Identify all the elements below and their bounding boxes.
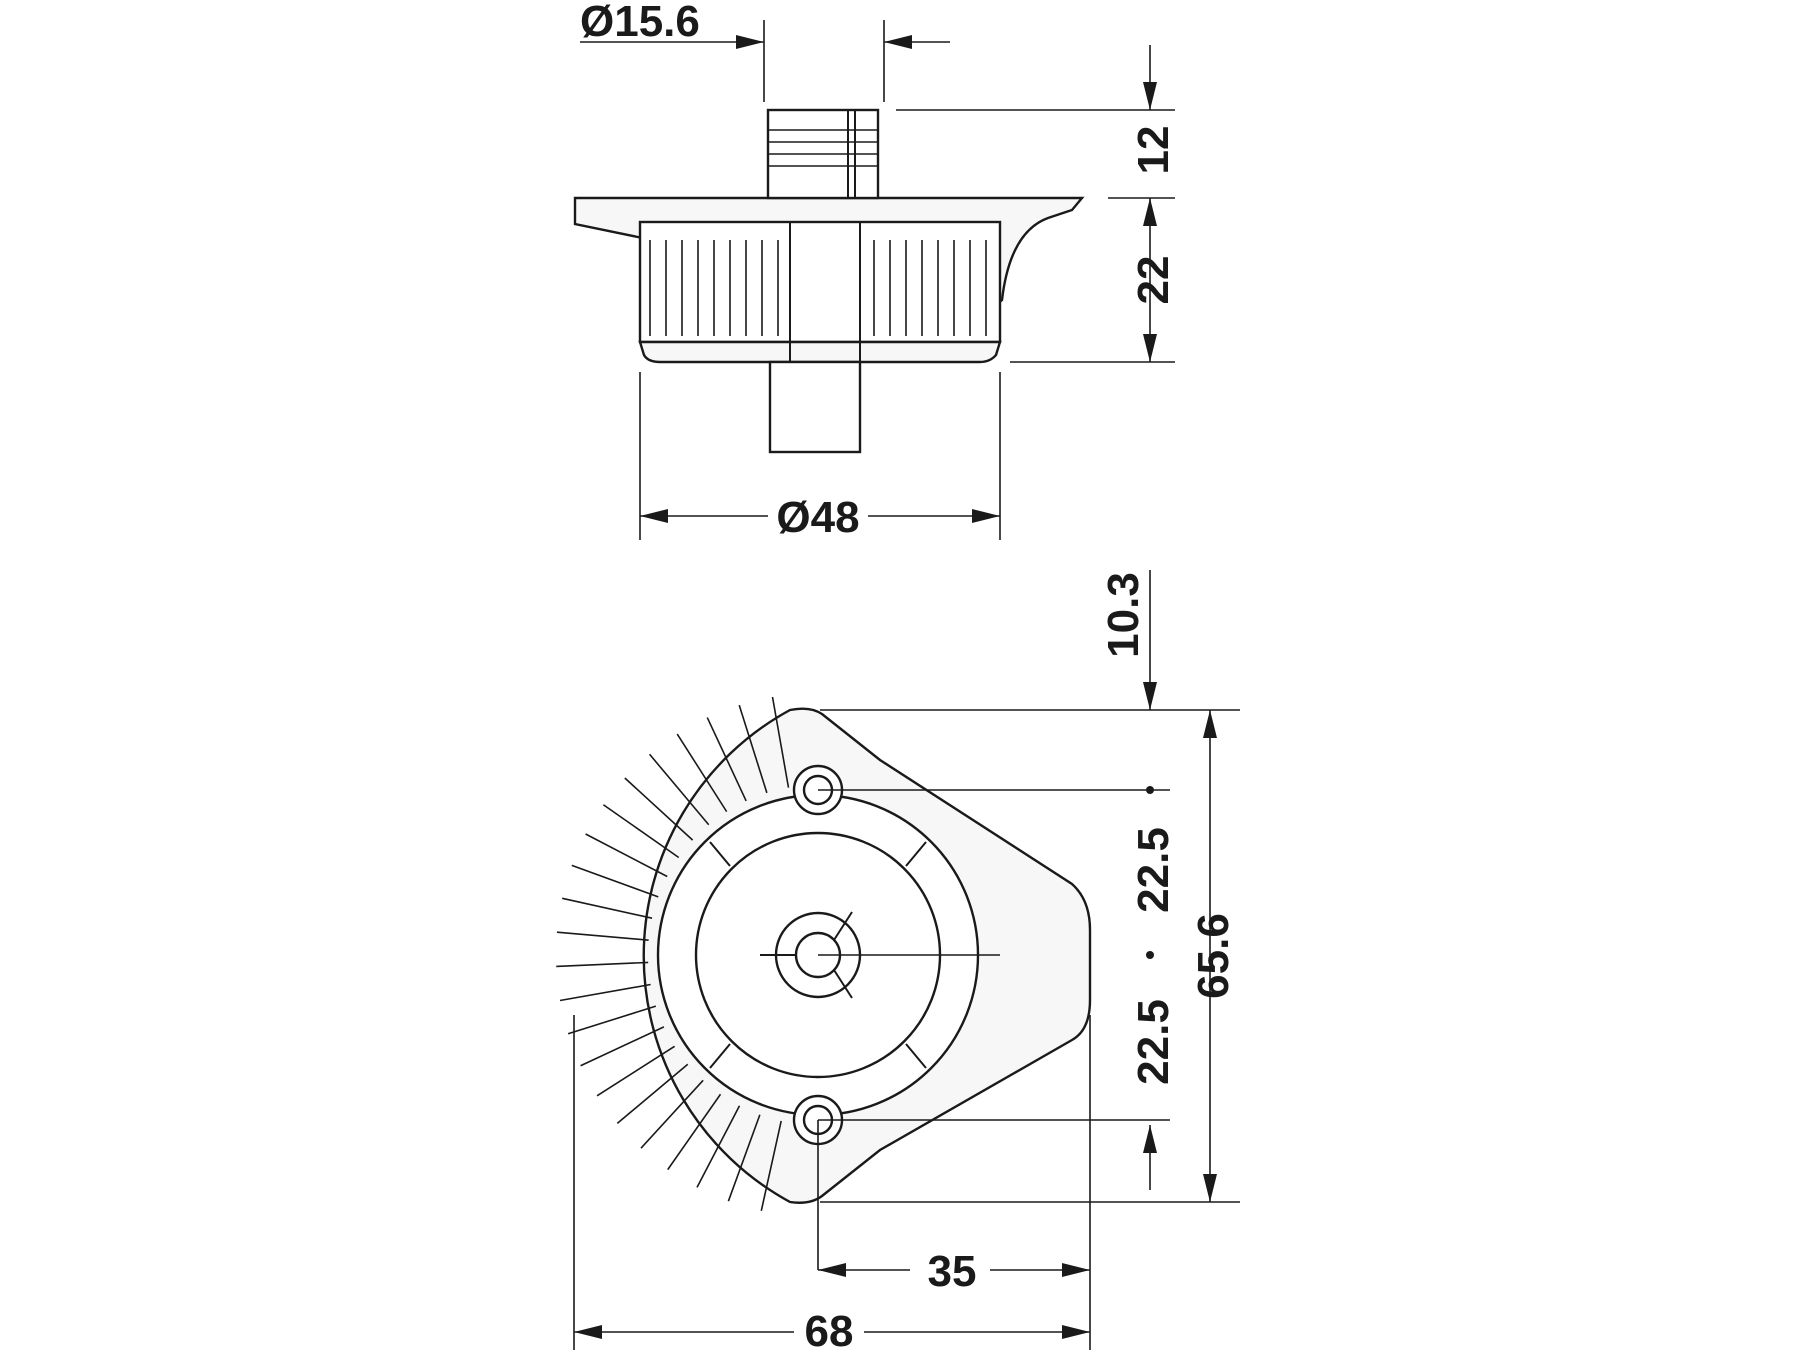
body-ribs <box>649 240 987 336</box>
dim-hole-to-edge: 35 <box>928 1247 977 1296</box>
dim-overall-height: 65.6 <box>1189 913 1238 999</box>
body-base-ring <box>638 340 1002 364</box>
dim-top-offset: 10.3 <box>1099 572 1148 658</box>
side-view: Ø15.6 Ø48 12 22 <box>573 0 1178 542</box>
dim-stem-height: 12 <box>1129 126 1178 175</box>
ring-segments <box>556 696 790 1211</box>
dim-body-diameter: Ø48 <box>776 493 859 542</box>
dim-lower-spacing: 22.5 <box>1129 999 1178 1085</box>
ribbed-body <box>638 220 1002 344</box>
bottom-shaft <box>768 360 862 454</box>
dim-overall-width: 68 <box>805 1307 854 1350</box>
dim-stem-diameter: Ø15.6 <box>580 0 700 46</box>
dim-body-height: 22 <box>1129 256 1178 305</box>
dim-upper-spacing: 22.5 <box>1129 827 1178 913</box>
plan-view: 65.6 10.3 22.5 22.5 35 68 <box>556 570 1240 1350</box>
